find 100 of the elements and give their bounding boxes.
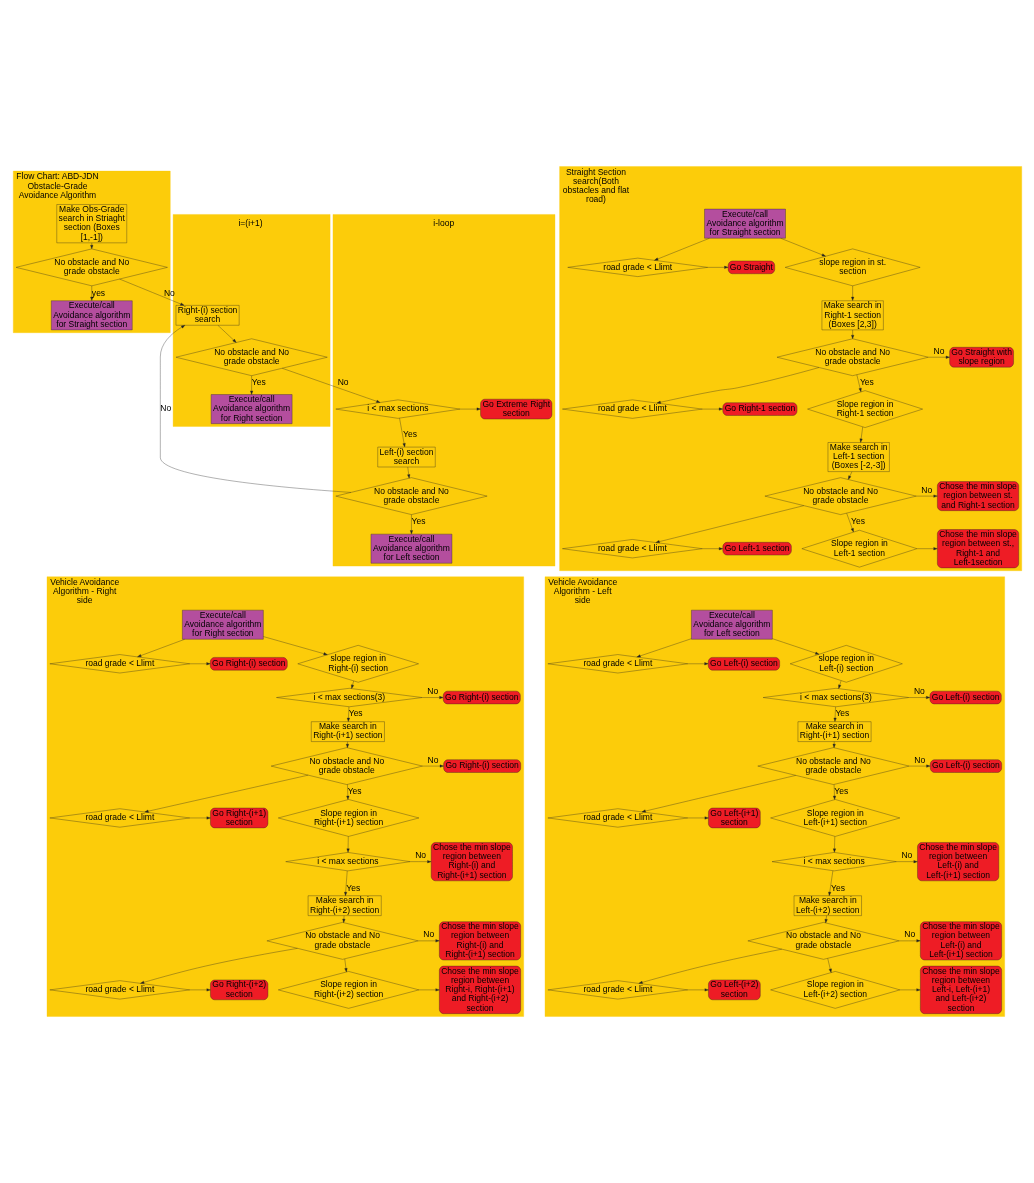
arrow [136,639,185,657]
arrow [118,278,184,306]
arrow [908,696,930,699]
arrow [641,775,796,813]
node-diamond: No obstacle and No grade obstacle [335,477,487,515]
node-diamond: slope region in Left-(i) section [789,645,903,683]
node-diamond: Slope region in Right-1 section [806,390,923,428]
node-diamond: No obstacle and No grade obstacle [757,747,909,785]
node-box: Make search in Right-(i+1) section [797,721,871,742]
node-diamond: Slope region in Right-(i+2) section [277,971,419,1009]
node-box: Execute/call Avoidance algorithm for Straight section [703,208,786,239]
arrow [908,764,930,768]
node-box: Go Right-(i) section [442,759,521,773]
arrow [398,417,405,448]
node-diamond: i < max sections(3) [762,688,909,707]
arrow [707,265,728,269]
arrow [638,949,782,984]
arrow [159,325,351,493]
label: i=(i+1) [237,217,263,228]
node-box: Go Left-(i) section [707,657,780,671]
edge-label: Yes [348,708,363,719]
arrow [341,915,345,923]
edge-label: Yes [830,882,845,893]
arrow [343,870,347,896]
node-box: Chose the min slope region between Left-(i) and Left-(i+1) section [916,842,999,881]
node-box: Go Left-(i+2) section [707,979,760,1000]
arrow [827,958,832,973]
arrow [701,407,723,411]
arrow [832,836,836,853]
edge-label: No [426,686,438,697]
arrow [655,505,804,544]
edge-label: No [913,686,925,697]
edge-label: No [427,754,438,765]
node-box: Go Left-(i+1) section [707,807,760,829]
node-diamond: i < max sections [771,852,896,872]
node-diamond: No obstacle and No grade obstacle [15,248,168,286]
node-diamond: i < max sections [285,852,410,872]
arrow [687,988,709,992]
arrow [832,741,836,748]
node-box: Go Right-(i+2) section [209,979,268,1000]
arrow [833,706,836,722]
node-box: Left-(i) section search [377,446,435,468]
arrow [144,774,308,813]
arrow [89,242,93,250]
node-box: Execute/call Avoidance algorithm for Left section [690,609,773,640]
arrow [850,329,854,339]
node-box: Chose the min slope region between Right-(i) and Right-(i+1) section [430,842,513,881]
arrow [421,764,444,768]
edge-label: No [900,850,912,861]
node-box: Execute/call Avoidance algorithm for Right section [181,609,263,640]
arrow [895,860,918,864]
edge-label: Yes [402,429,417,440]
arrow [701,547,723,551]
node-box: Make search in Right-(i+1) section [310,721,385,742]
edge-label: No [337,377,349,388]
arrow [845,513,854,533]
node-box: Go Right-(i) section [442,690,520,705]
arrow [189,816,211,820]
arrow [780,238,826,257]
arrow [346,836,349,853]
edge-label: No [414,850,426,861]
arrow [262,636,328,656]
arrow [281,368,380,403]
edge-label: No [903,929,915,940]
node-box: Go Left-1 section [722,542,792,556]
node-box: Chose the min slope region between Left-(i) and Left-(i+1) section [919,921,1002,961]
arrow [656,367,819,404]
arrow [344,958,347,973]
edge-label: No [913,754,925,765]
edge-label: Yes [833,786,848,797]
node-box: Make search in Left-1 section (Boxes [-2,-3]) [827,442,890,472]
arrow [345,741,349,748]
edge-label: No [159,403,171,414]
edge-label: Yes [850,516,865,527]
node-box: Chose the min slope region between Right-(i) and Right-(i+1) section [438,921,521,961]
node-box: Go Left-(i) section [929,759,1002,773]
arrow [189,988,211,992]
arrow [636,638,692,658]
edge-label: Yes [347,786,362,797]
node-box: Chose the min slope region between Left-i, Left-(i+1) and Left-(i+2) section [919,965,1002,1014]
node-box: Make search in Right-1 section (Boxes [2,3]) [821,300,884,331]
node-diamond: slope region in st. section [784,248,920,286]
arrow [687,662,708,666]
node-box: Go Right-(i) section [209,657,287,671]
node-diamond: i < max sections(3) [275,688,422,707]
node-box: Execute/call Avoidance algorithm for Right section [210,394,292,424]
arrow [189,662,210,666]
arrow [345,784,349,800]
node-box: Go Right-(i+1) section [209,807,268,829]
node-diamond: slope region in Right-(i) section [297,645,419,683]
arrow [421,696,443,699]
node-box: Go Left-(i) section [929,690,1001,705]
arrow [406,466,410,479]
edge-label: No [422,929,434,940]
node-diamond: No obstacle and No grade obstacle [270,747,423,785]
node-box: Go Straight [727,260,775,274]
arrow [850,285,854,301]
arrow [89,285,93,301]
node-box: Chose the min slope region between Right-i, Right-(i+1) and Right-(i+2) section [438,965,521,1014]
node-diamond: No obstacle and No grade obstacle [266,922,418,960]
